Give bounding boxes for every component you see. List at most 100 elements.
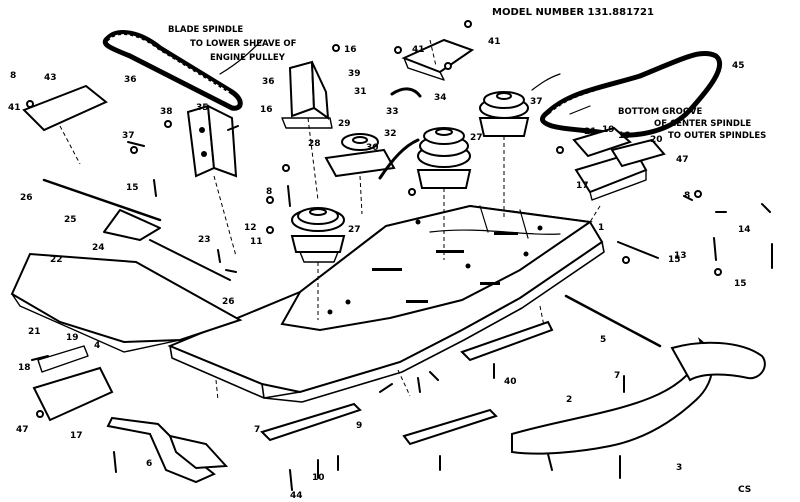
baffle-plate <box>168 434 229 470</box>
callout-29: 29 <box>338 119 351 129</box>
svg-text:ENGINE PULLEY: ENGINE PULLEY <box>210 53 286 63</box>
svg-text:BLADE SPINDLE: BLADE SPINDLE <box>168 25 243 35</box>
svg-text:OF CENTER SPINDLE: OF CENTER SPINDLE <box>654 119 751 129</box>
callout-19a: 19 <box>66 333 79 343</box>
callout-37a: 37 <box>122 131 135 141</box>
callout-15b: 15 <box>668 255 681 265</box>
callout-30: 30 <box>366 143 379 153</box>
callout-8a: 8 <box>10 71 16 81</box>
callout-33: 33 <box>386 107 399 117</box>
callout-35: 35 <box>196 103 209 113</box>
blade-center <box>402 408 498 446</box>
callout-17a: 17 <box>70 431 83 441</box>
idler-pulley-29 <box>324 133 396 178</box>
callout-47a: 47 <box>16 425 29 435</box>
callout-6: 6 <box>146 459 152 469</box>
callout-16b: 16 <box>344 45 357 55</box>
callout-32: 32 <box>384 129 397 139</box>
callout-21b: 21 <box>584 127 597 137</box>
callout-43: 43 <box>44 73 57 83</box>
svg-text:TO OUTER SPINDLES: TO OUTER SPINDLES <box>668 131 766 141</box>
drive-belt-36 <box>102 30 243 111</box>
callout-2: 2 <box>566 395 572 405</box>
callout-39: 39 <box>348 69 361 79</box>
callout-21a: 21 <box>28 327 41 337</box>
left-spindle-pulley <box>290 207 346 263</box>
adjustment-rod <box>42 178 231 281</box>
callout-28: 28 <box>308 139 321 149</box>
svg-text:BOTTOM GROOVE: BOTTOM GROOVE <box>618 107 702 117</box>
rod-5 <box>564 294 662 348</box>
note-blade-spindle: BLADE SPINDLE TO LOWER SHEAVE OF ENGINE … <box>168 25 297 63</box>
bracket-36 <box>281 60 333 129</box>
corner-code: CS <box>738 485 751 495</box>
callout-38: 38 <box>160 107 173 117</box>
part-callouts: 36 36 16 16 39 31 41 41 41 8 8 8 43 38 3… <box>8 37 751 501</box>
note-bottom-groove: BOTTOM GROOVE OF CENTER SPINDLE TO OUTER… <box>618 107 766 141</box>
callout-36a: 36 <box>124 75 137 85</box>
model-number: MODEL NUMBER 131.881721 <box>492 7 654 18</box>
callout-45: 45 <box>732 61 745 71</box>
callout-16a: 16 <box>260 105 273 115</box>
callout-8b: 8 <box>266 187 272 197</box>
callout-24: 24 <box>92 243 105 253</box>
callout-27a: 27 <box>348 225 361 235</box>
callout-27b: 27 <box>470 133 483 143</box>
callout-26a: 26 <box>20 193 33 203</box>
callout-13: 13 <box>674 251 687 261</box>
callout-20: 20 <box>650 135 663 145</box>
callout-15a: 15 <box>126 183 139 193</box>
callout-41a: 41 <box>412 45 425 55</box>
callout-40: 40 <box>504 377 517 387</box>
callout-7a: 7 <box>614 371 620 381</box>
callout-11: 11 <box>250 237 263 247</box>
left-side-shield <box>10 252 243 353</box>
callout-7b: 7 <box>254 425 260 435</box>
bracket-43 <box>22 84 108 132</box>
blade-right <box>460 320 554 362</box>
callout-34: 34 <box>434 93 447 103</box>
center-spindle-pulley <box>416 127 472 189</box>
callout-19b: 19 <box>602 125 615 135</box>
callout-10: 10 <box>312 473 325 483</box>
idler-arm-32 <box>378 138 420 180</box>
front-baffle-2 <box>511 337 766 455</box>
callout-25: 25 <box>64 215 77 225</box>
callout-37b: 37 <box>530 97 543 107</box>
spring-31 <box>390 87 422 98</box>
callout-36b: 36 <box>262 77 275 87</box>
callout-23: 23 <box>198 235 211 245</box>
callout-41c: 41 <box>8 103 21 113</box>
callout-8c: 8 <box>684 191 690 201</box>
callout-5: 5 <box>600 335 606 345</box>
callout-47b: 47 <box>676 155 689 165</box>
callout-18b: 18 <box>618 131 631 141</box>
drive-belt-45 <box>540 50 723 138</box>
callout-12: 12 <box>244 223 257 233</box>
callout-41b: 41 <box>488 37 501 47</box>
callout-4: 4 <box>94 341 100 351</box>
callout-26b: 26 <box>222 297 235 307</box>
svg-text:TO LOWER SHEAVE OF: TO LOWER SHEAVE OF <box>190 39 297 49</box>
mower-deck-housing <box>167 204 605 403</box>
callout-31: 31 <box>354 87 367 97</box>
callout-3: 3 <box>676 463 682 473</box>
callout-17b: 17 <box>576 181 589 191</box>
bracket-13 <box>617 241 659 259</box>
hardware-fasteners <box>26 20 773 491</box>
callout-14: 14 <box>738 225 751 235</box>
left-rear-bracket-17 <box>32 345 114 422</box>
right-spindle-pulley <box>478 91 530 137</box>
callout-22: 22 <box>50 255 63 265</box>
idler-bracket-41 <box>401 38 475 81</box>
callout-1: 1 <box>598 223 604 233</box>
callout-15c: 15 <box>734 279 747 289</box>
callout-9: 9 <box>356 421 362 431</box>
callout-18a: 18 <box>18 363 31 373</box>
baffle-6 <box>106 416 216 484</box>
blade-left <box>260 402 362 442</box>
spindle-bracket-35 <box>186 104 238 178</box>
bracket-20 <box>610 138 666 168</box>
callout-44: 44 <box>290 491 303 501</box>
